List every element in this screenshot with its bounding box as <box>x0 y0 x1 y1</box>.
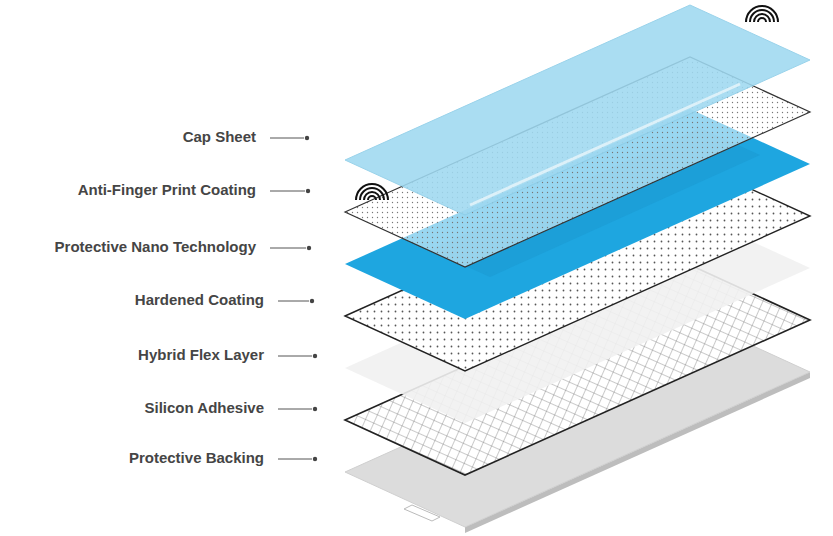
leader-lines <box>270 138 312 459</box>
leader-dot <box>305 136 309 140</box>
fingerprint-symbol <box>356 184 388 200</box>
leader-line <box>270 138 304 139</box>
layer-label: Protective Nano Technology <box>55 238 256 256</box>
pull-tab <box>404 505 440 521</box>
layer-label: Hybrid Flex Layer <box>138 346 264 364</box>
layer-label: Protective Backing <box>129 449 264 467</box>
leader-line <box>270 191 305 192</box>
leader-dot <box>307 246 311 250</box>
layer-label: Silicon Adhesive <box>145 399 264 417</box>
layer-label: Hardened Coating <box>135 291 264 309</box>
cap-sheet-highlight <box>470 84 740 205</box>
leader-line <box>278 356 312 357</box>
fingerprint-symbol <box>746 6 778 22</box>
cap-sheet-layer <box>345 5 810 215</box>
leader-line <box>278 301 309 302</box>
leader-dot <box>313 457 317 461</box>
leader-dot <box>313 407 317 411</box>
layer-label: Cap Sheet <box>183 128 256 146</box>
leader-dot <box>310 299 314 303</box>
leader-dots <box>305 136 317 461</box>
leader-line <box>278 459 312 460</box>
leader-line <box>270 248 306 249</box>
layer-label: Anti-Finger Print Coating <box>78 181 256 199</box>
leader-line <box>278 409 312 410</box>
leader-dot <box>313 354 317 358</box>
leader-dot <box>306 189 310 193</box>
